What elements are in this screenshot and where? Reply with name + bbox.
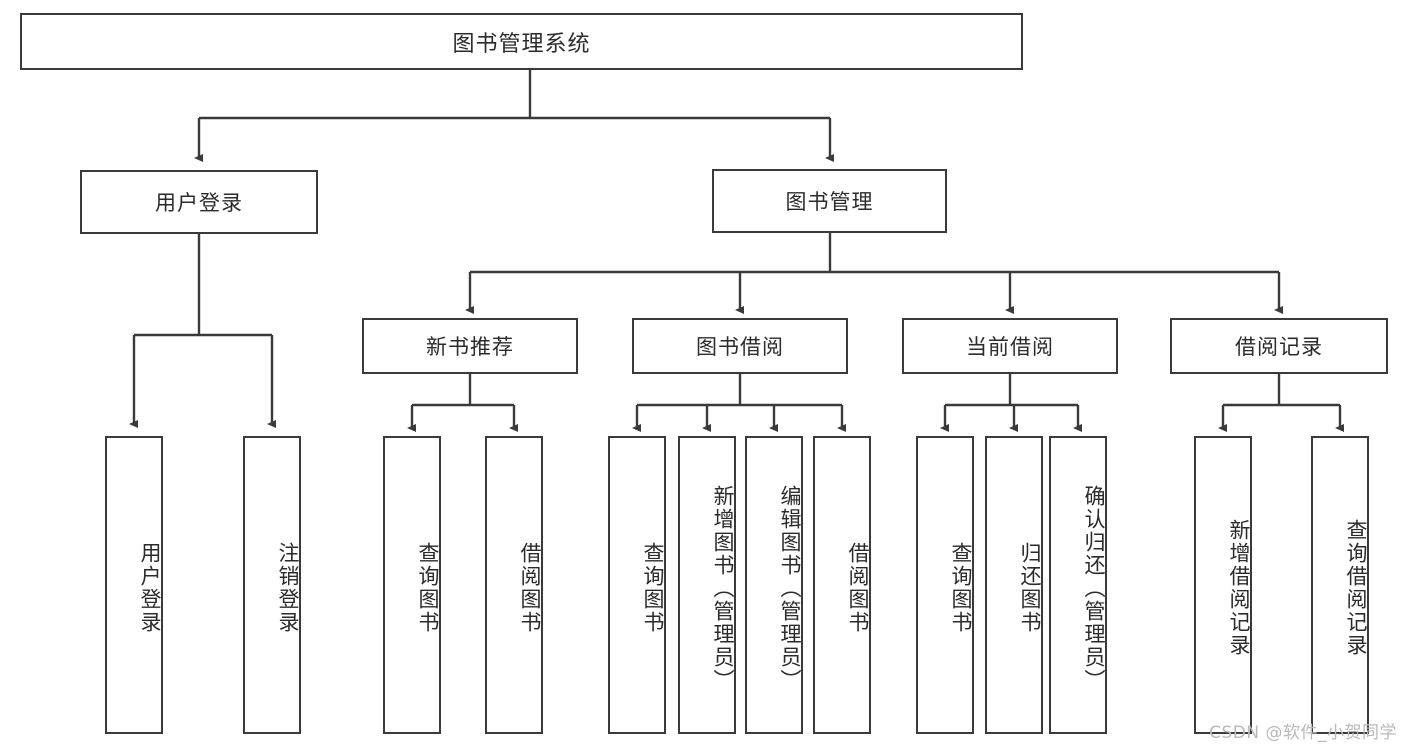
leaf-borrow-query-book[interactable]: 查询图书 bbox=[608, 436, 666, 734]
leaf-borrow-add-book-admin[interactable]: 新增图书（管理员） bbox=[678, 436, 736, 734]
node-label: 用户登录 bbox=[155, 191, 243, 215]
leaf-user-login[interactable]: 用户登录 bbox=[105, 436, 163, 734]
node-book-borrow[interactable]: 图书借阅 bbox=[632, 318, 848, 374]
node-label: 查询借阅记录 bbox=[1344, 519, 1368, 657]
node-label: 新书推荐 bbox=[426, 335, 514, 359]
node-label: 查询图书 bbox=[641, 542, 665, 634]
node-label: 查询图书 bbox=[949, 542, 973, 634]
leaf-newbook-borrow-book[interactable]: 借阅图书 bbox=[485, 436, 543, 734]
node-new-book-recommend[interactable]: 新书推荐 bbox=[362, 318, 578, 374]
leaf-borrow-edit-book-admin[interactable]: 编辑图书（管理员） bbox=[745, 436, 803, 734]
leaf-record-query-record[interactable]: 查询借阅记录 bbox=[1311, 436, 1369, 734]
node-current-borrow[interactable]: 当前借阅 bbox=[902, 318, 1118, 374]
node-label: 归还图书 bbox=[1018, 542, 1042, 634]
leaf-record-add-record[interactable]: 新增借阅记录 bbox=[1194, 436, 1252, 734]
node-label: 借阅图书 bbox=[518, 542, 542, 634]
node-label: 注销登录 bbox=[276, 542, 300, 634]
node-label: 新增图书（管理员） bbox=[711, 484, 735, 692]
node-label: 图书借阅 bbox=[696, 335, 784, 359]
watermark-text: CSDN @软件_小贺同学 bbox=[1209, 723, 1397, 743]
node-label: 查询图书 bbox=[416, 542, 440, 634]
node-label: 确认归还（管理员） bbox=[1082, 484, 1106, 692]
node-label: 图书管理系统 bbox=[452, 31, 591, 57]
node-book-management[interactable]: 图书管理 bbox=[712, 169, 947, 233]
leaf-current-query-book[interactable]: 查询图书 bbox=[916, 436, 974, 734]
node-borrow-record[interactable]: 借阅记录 bbox=[1170, 318, 1388, 374]
leaf-newbook-query-book[interactable]: 查询图书 bbox=[383, 436, 441, 734]
node-user-login[interactable]: 用户登录 bbox=[80, 170, 318, 234]
leaf-current-return-book[interactable]: 归还图书 bbox=[985, 436, 1043, 734]
node-label: 图书管理 bbox=[785, 190, 874, 214]
node-label: 编辑图书（管理员） bbox=[778, 484, 802, 692]
leaf-user-logout[interactable]: 注销登录 bbox=[243, 436, 301, 734]
leaf-borrow-borrow-book[interactable]: 借阅图书 bbox=[813, 436, 871, 734]
node-label: 当前借阅 bbox=[966, 335, 1054, 359]
node-label: 借阅图书 bbox=[846, 542, 870, 634]
node-root-system[interactable]: 图书管理系统 bbox=[20, 13, 1023, 70]
leaf-current-confirm-return-admin[interactable]: 确认归还（管理员） bbox=[1049, 436, 1107, 734]
node-label: 借阅记录 bbox=[1235, 335, 1323, 359]
node-label: 用户登录 bbox=[138, 542, 162, 634]
node-label: 新增借阅记录 bbox=[1227, 519, 1251, 657]
